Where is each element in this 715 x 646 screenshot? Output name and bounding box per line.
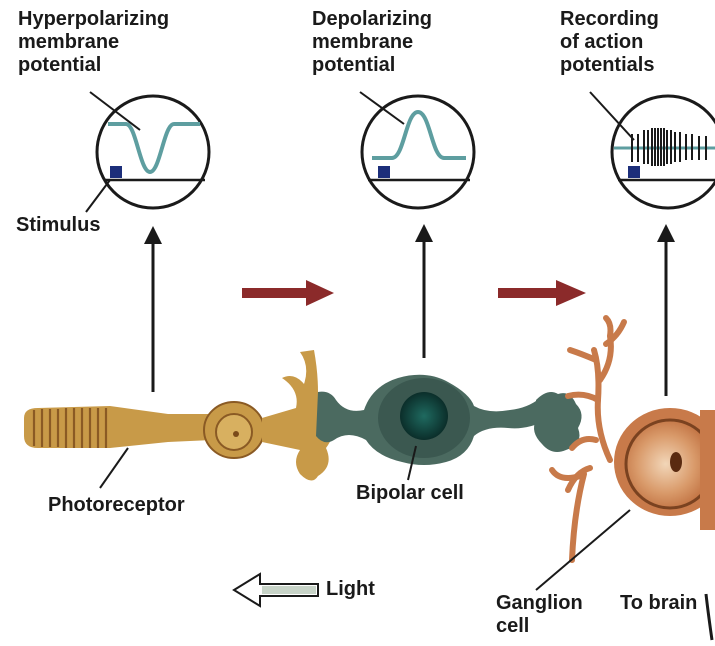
depolarizing-line-2: membrane: [312, 31, 432, 54]
hyperpolarizing-line-1: Hyperpolarizing: [18, 8, 169, 31]
stimulus-leader: [86, 180, 110, 212]
ganglion-line-1: Ganglion: [496, 592, 583, 615]
stimulus-marker: [628, 166, 640, 178]
hyperpolarizing-meter: [97, 96, 209, 208]
hyperpolarizing-line-2: membrane: [18, 31, 169, 54]
ganglion-axon: [700, 410, 715, 530]
depolarizing-line-3: potential: [312, 54, 432, 77]
recording-line-3: potentials: [560, 54, 659, 77]
recording-meter: [612, 96, 715, 208]
ganglion-line-2: cell: [496, 615, 583, 638]
hyperpolarizing-label: Hyperpolarizing membrane potential: [18, 8, 169, 77]
light-label: Light: [326, 578, 375, 601]
photoreceptor-cell: [24, 350, 334, 481]
recording-label: Recording of action potentials: [560, 8, 659, 77]
bipolar-nucleus: [400, 392, 448, 440]
light-arrow: [234, 574, 318, 606]
stimulus-marker: [110, 166, 122, 178]
recording-line-2: of action: [560, 31, 659, 54]
depolarizing-label: Depolarizing membrane potential: [312, 8, 432, 77]
signal-flow-arrows: [242, 280, 586, 306]
stimulus-marker: [378, 166, 390, 178]
stimulus-label: Stimulus: [16, 214, 100, 237]
ganglion-cell-label: Ganglion cell: [496, 592, 583, 638]
depolarizing-meter: [362, 96, 474, 208]
to-brain-label: To brain: [620, 592, 697, 615]
depolarizing-line-1: Depolarizing: [312, 8, 432, 31]
to-brain-arrow: [706, 594, 712, 640]
bipolar-cell-label: Bipolar cell: [356, 482, 464, 505]
photoreceptor-leader: [100, 448, 128, 488]
hyperpolarizing-line-3: potential: [18, 54, 169, 77]
bipolar-cell: [316, 375, 582, 465]
recording-line-1: Recording: [560, 8, 659, 31]
ganglion-leader: [536, 510, 630, 590]
photoreceptor-label: Photoreceptor: [48, 494, 185, 517]
